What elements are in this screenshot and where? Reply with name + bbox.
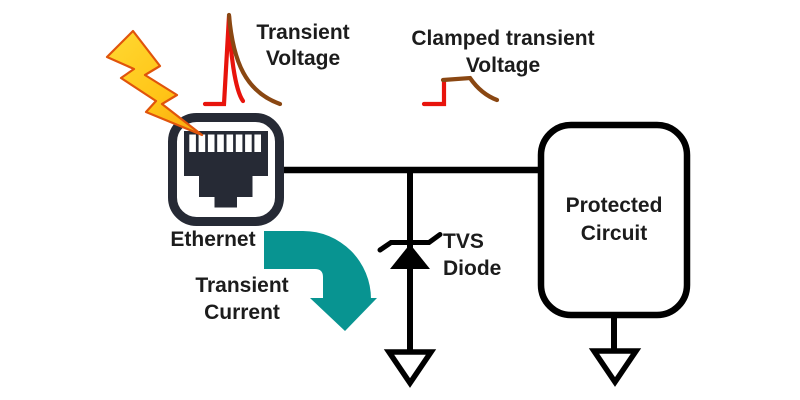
transient-current-arrow bbox=[264, 231, 377, 331]
lightning-bolt-icon bbox=[105, 29, 204, 137]
tvs-diode-symbol bbox=[377, 232, 443, 269]
clamped-voltage-label: Clamped transient Voltage bbox=[411, 25, 594, 79]
protected-circuit-line2: Circuit bbox=[580, 222, 648, 245]
tvs-diode-line2: Diode bbox=[443, 257, 502, 280]
rj45-pins bbox=[189, 134, 261, 152]
protected-circuit-line1: Protected bbox=[565, 194, 663, 217]
ethernet-jack-icon bbox=[168, 113, 284, 226]
ground-symbol-tvs bbox=[383, 349, 437, 388]
tvs-diode-label: TVS Diode bbox=[443, 228, 501, 282]
tvs-diode-line1: TVS bbox=[443, 230, 484, 253]
ground-symbol-protected bbox=[588, 348, 642, 387]
transient-current-line1: Transient bbox=[195, 274, 289, 297]
protected-circuit-label: Protected Circuit bbox=[566, 192, 663, 248]
transient-voltage-line2: Voltage bbox=[265, 47, 341, 70]
transient-current-line2: Current bbox=[204, 301, 280, 324]
transient-voltage-line1: Transient bbox=[256, 21, 350, 44]
transient-voltage-waveform bbox=[202, 12, 283, 107]
clamped-voltage-line2: Voltage bbox=[465, 54, 541, 77]
transient-voltage-label: Transient Voltage bbox=[256, 20, 349, 72]
clamped-voltage-line1: Clamped transient bbox=[411, 27, 595, 50]
transient-current-label: Transient Current bbox=[195, 272, 288, 326]
ethernet-label: Ethernet bbox=[170, 228, 256, 251]
clamped-voltage-waveform bbox=[421, 75, 500, 107]
